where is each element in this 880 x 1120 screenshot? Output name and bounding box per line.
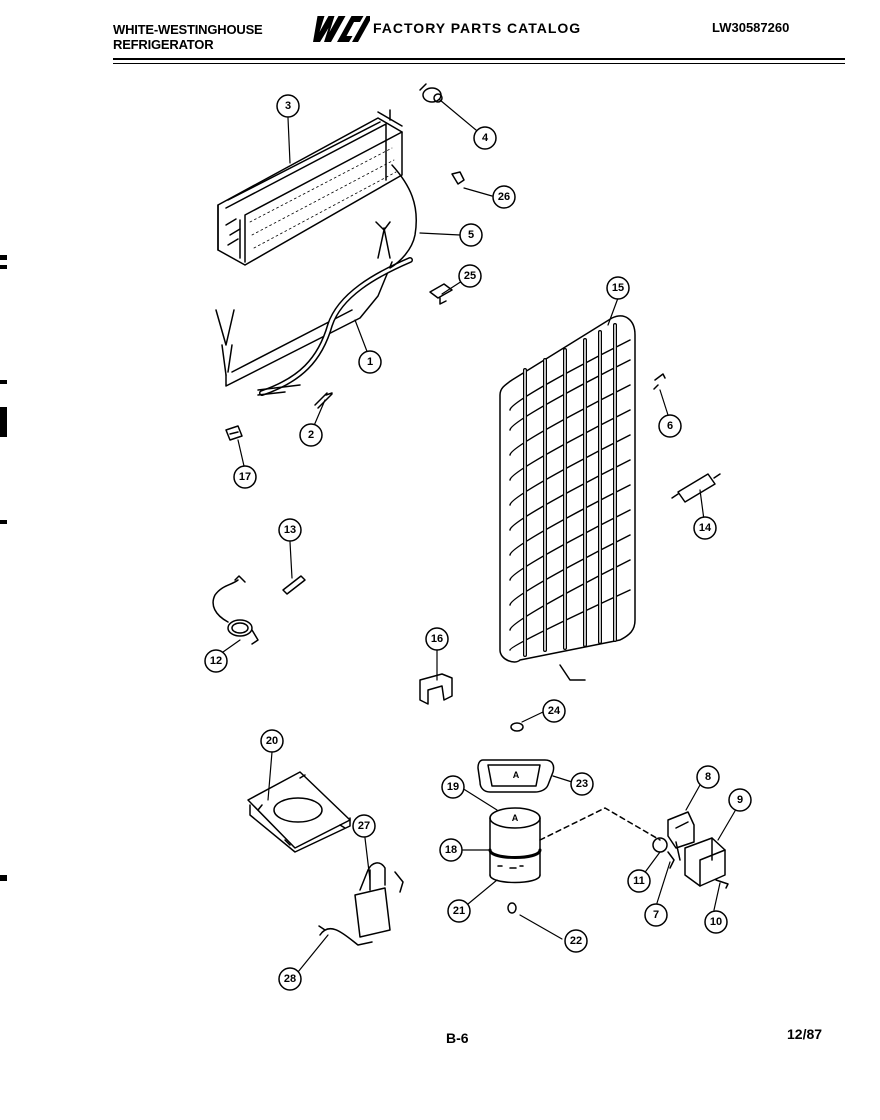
compressor-cover-part — [477, 759, 555, 793]
wci-logo — [313, 16, 370, 42]
thermostat-sensor-part — [314, 392, 333, 409]
binding-mark — [0, 265, 7, 269]
callout-11: 11 — [633, 875, 645, 887]
header-rule-thin — [113, 63, 845, 64]
connection-line — [539, 807, 661, 841]
callout-12: 12 — [210, 655, 222, 667]
connector-part — [225, 425, 243, 441]
binding-mark — [0, 380, 7, 384]
callout-19: 19 — [447, 781, 459, 793]
brand-block: WHITE-WESTINGHOUSE REFRIGERATOR — [113, 22, 263, 52]
callout-26: 26 — [498, 191, 510, 203]
grommet-part — [507, 902, 517, 914]
wire-harness-part — [389, 164, 417, 269]
header-rule — [113, 58, 845, 60]
model-number: LW30587260 — [712, 20, 790, 35]
brand-name: WHITE-WESTINGHOUSE — [113, 22, 263, 37]
drain-part — [419, 83, 443, 103]
catalog-title: FACTORY PARTS CATALOG — [373, 20, 582, 36]
catalog-date: 12/87 — [787, 1026, 823, 1042]
callout-4: 4 — [482, 132, 489, 144]
callout-25: 25 — [464, 270, 476, 282]
callout-21: 21 — [453, 905, 465, 917]
binding-mark — [0, 520, 7, 524]
callout-3: 3 — [285, 100, 291, 112]
callout-2: 2 — [308, 429, 314, 441]
binding-mark — [0, 407, 7, 437]
callout-13: 13 — [284, 524, 296, 536]
condenser-part — [499, 315, 636, 681]
compressor-part — [488, 807, 542, 884]
compressor-mount-plate-part — [247, 771, 351, 853]
bracket-part — [429, 283, 453, 305]
callout-16: 16 — [431, 633, 443, 645]
screw-part — [653, 373, 666, 390]
grommet-part — [510, 722, 524, 732]
callout-7: 7 — [653, 909, 659, 921]
clip-part — [451, 171, 465, 185]
callout-1: 1 — [367, 356, 373, 368]
callout-9: 9 — [737, 794, 743, 806]
product-type: REFRIGERATOR — [113, 37, 214, 52]
power-cord-part — [212, 575, 259, 645]
terminal-part — [282, 575, 306, 595]
callout-20: 20 — [266, 735, 278, 747]
callout-27: 27 — [358, 820, 370, 832]
evaporator-part — [217, 109, 403, 266]
strap-part — [318, 925, 373, 946]
leader-lines — [222, 99, 736, 973]
callout-28: 28 — [284, 973, 296, 985]
callout-24: 24 — [548, 705, 561, 717]
page-number: B-6 — [446, 1030, 469, 1046]
overload-protector-part — [684, 837, 729, 889]
binding-mark — [0, 255, 7, 260]
binding-mark — [0, 875, 7, 881]
callout-5: 5 — [468, 229, 474, 241]
callout-14: 14 — [699, 522, 712, 534]
heater-tubing-part — [215, 221, 413, 396]
callout-18: 18 — [445, 844, 457, 856]
callout-22: 22 — [570, 935, 582, 947]
cover-mark-label: A — [513, 770, 520, 780]
callout-6: 6 — [667, 420, 673, 432]
mounting-bracket-part — [419, 673, 453, 705]
drier-part — [671, 473, 721, 503]
callout-15: 15 — [612, 282, 624, 294]
callout-17: 17 — [239, 471, 251, 483]
callout-8: 8 — [705, 771, 711, 783]
callout-markers: 3 4 26 5 25 1 2 17 13 12 15 6 14 16 24 2… — [204, 94, 752, 991]
callout-23: 23 — [576, 778, 588, 790]
compressor-mark-label: A — [512, 813, 519, 823]
relay-part — [652, 811, 695, 869]
callout-10: 10 — [710, 916, 722, 928]
capacitor-part — [354, 862, 404, 938]
